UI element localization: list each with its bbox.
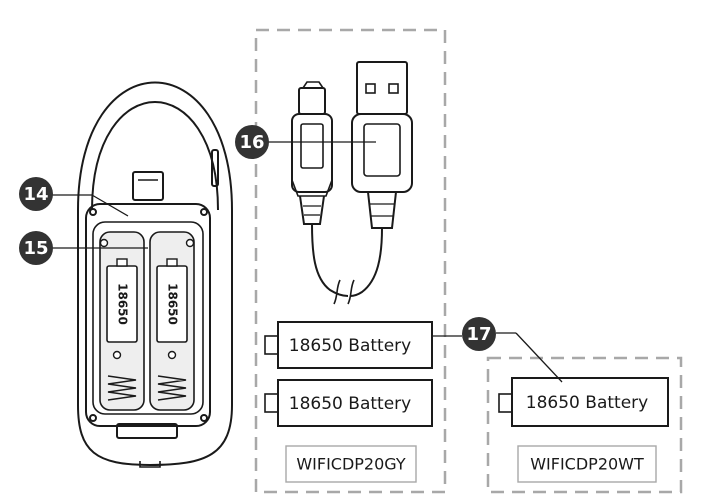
callout-17-number: 17 (466, 324, 491, 345)
door-screw (200, 208, 208, 216)
gy-battery-2: 18650 Battery (264, 379, 433, 427)
micro-usb-housing (291, 113, 333, 193)
callout-17: 17 (432, 317, 563, 383)
usb-cable (291, 61, 413, 305)
callout-14: 14 (19, 177, 129, 217)
battery-door-frame (85, 203, 211, 427)
device-clip-arch (91, 101, 219, 211)
door-screw (89, 414, 97, 422)
device-side-button (211, 149, 219, 187)
gy-battery-1-label: 18650 Battery (289, 336, 411, 356)
battery-cell-right: 18650 (149, 231, 195, 411)
battery-compartment (92, 221, 204, 415)
callout-16: 16 (235, 125, 376, 159)
device-outer-shell (77, 81, 233, 467)
cell-label-left: 18650 (116, 283, 130, 325)
wt-battery: 18650 Battery (498, 377, 669, 427)
cell-label-right: 18650 (166, 283, 180, 325)
gy-package-outline (254, 28, 447, 494)
device-bottom-port (116, 423, 178, 439)
device-back-view (77, 81, 233, 468)
battery-cell-left: 18650 (99, 231, 145, 411)
wt-model-label: WIFICDP20WT (530, 455, 644, 474)
wt-package-outline (486, 356, 683, 494)
device-top-latch (132, 171, 164, 201)
gy-battery-1: 18650 Battery (264, 321, 433, 369)
gy-model-box: WIFICDP20GY (285, 445, 417, 483)
wt-model-box: WIFICDP20WT (517, 445, 657, 483)
door-screw (89, 208, 97, 216)
gy-battery-2-label: 18650 Battery (289, 394, 411, 414)
gy-model-label: WIFICDP20GY (296, 455, 406, 474)
callout-15-number: 15 (23, 238, 48, 259)
usb-a-housing (351, 113, 413, 193)
wt-battery-label: 18650 Battery (526, 393, 648, 413)
usb-a-plug (356, 61, 408, 115)
callout-15: 15 (19, 231, 148, 265)
door-screw (200, 414, 208, 422)
callout-16-number: 16 (239, 132, 264, 153)
callout-14-number: 14 (23, 184, 48, 205)
